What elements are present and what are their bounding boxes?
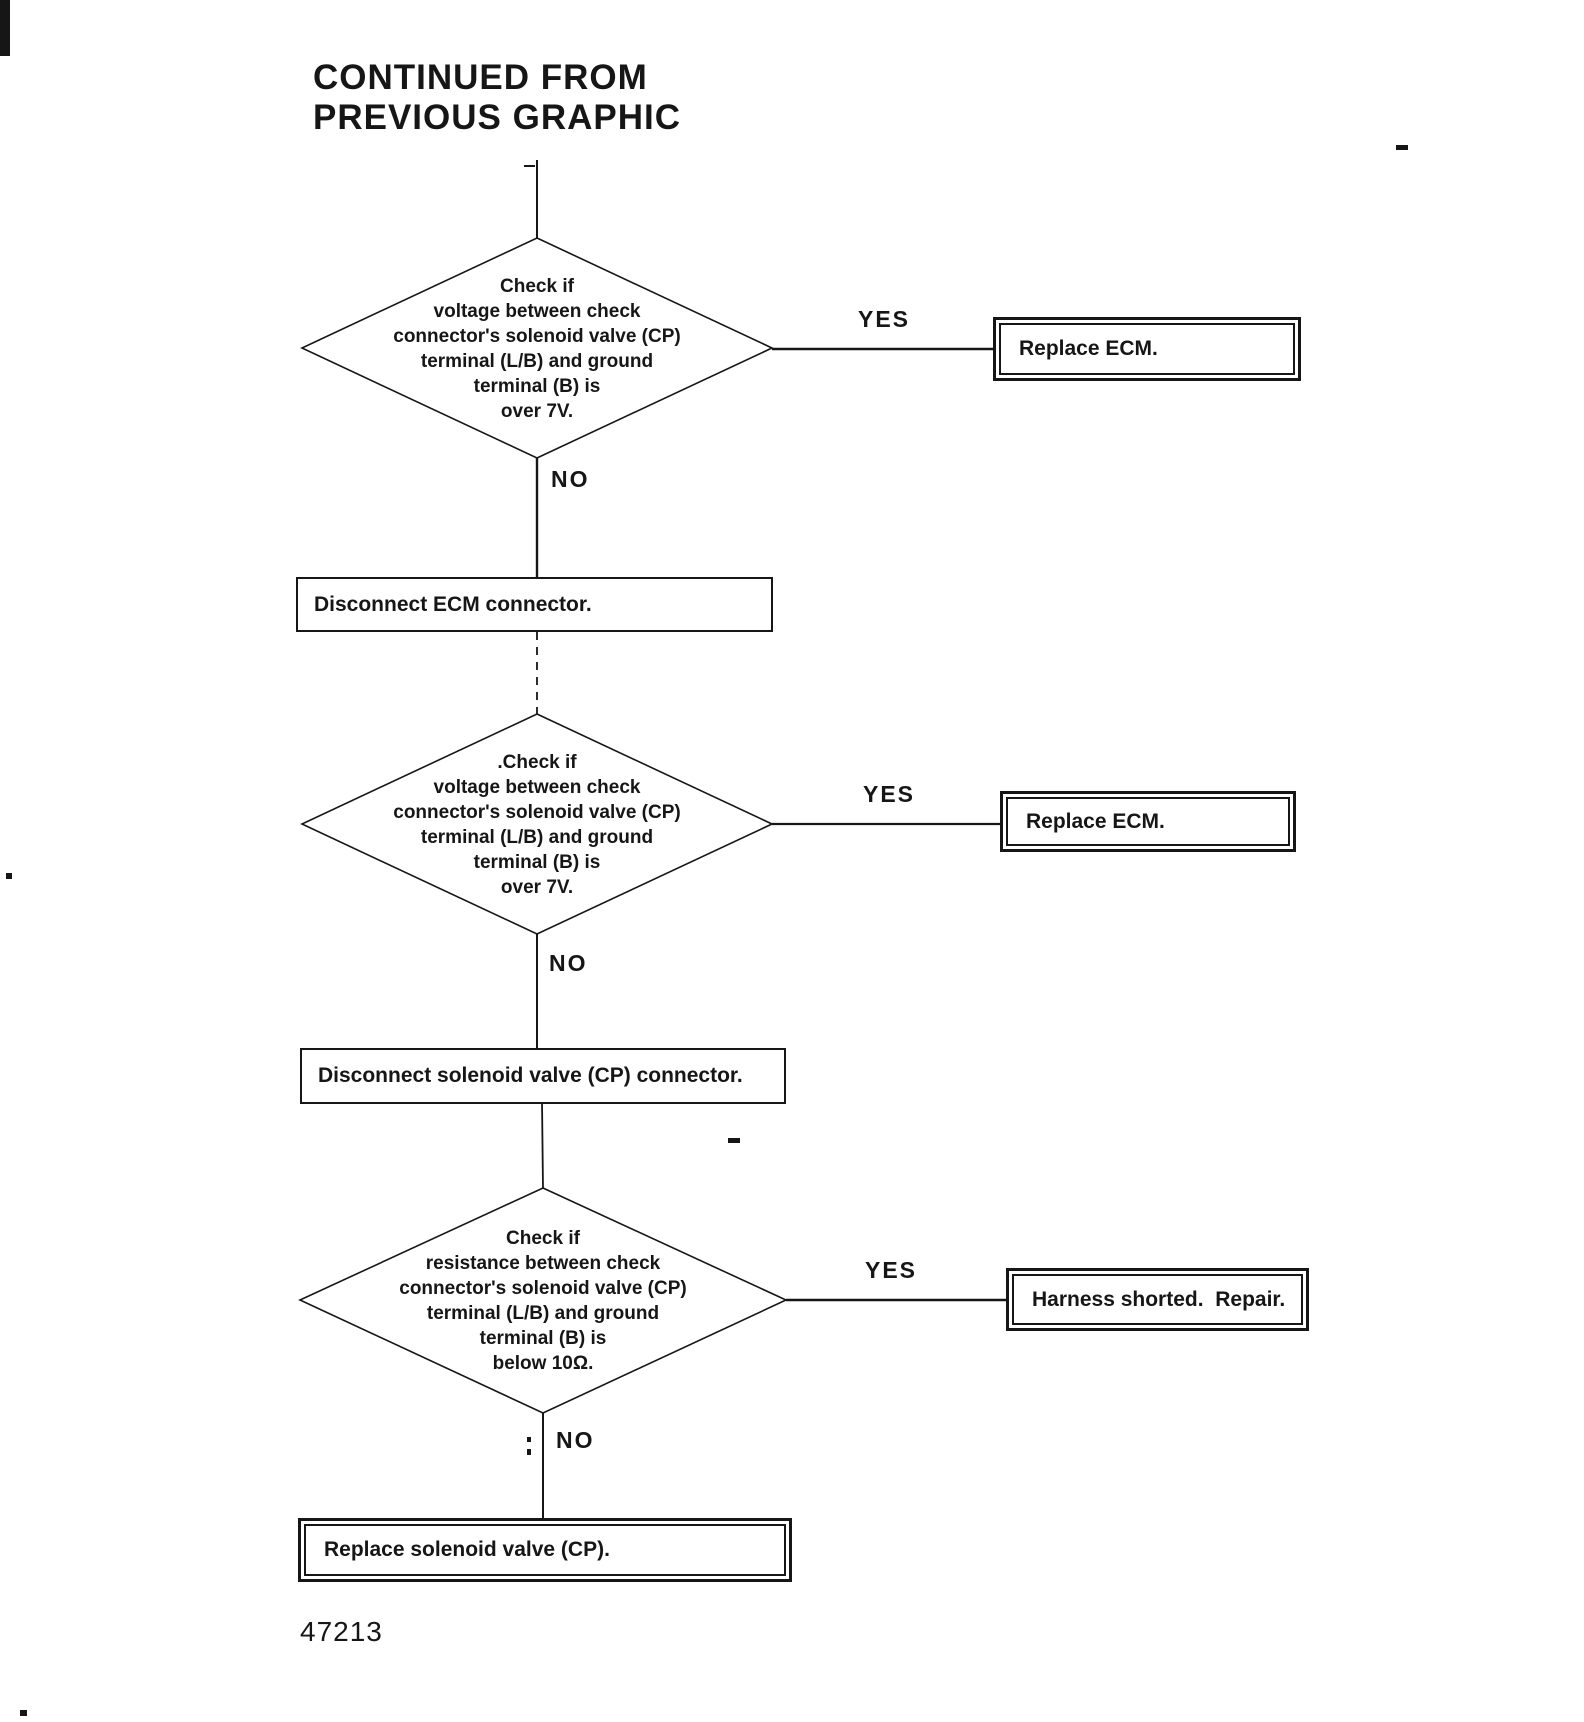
scan-speck: [6, 873, 12, 879]
decision-1-text: Check if voltage between check connector…: [307, 274, 767, 424]
page-title-line-1: CONTINUED FROM: [313, 58, 648, 97]
decision-2-line: .Check if: [497, 752, 577, 773]
terminal-replace-ecm-2-label: Replace ECM.: [1006, 797, 1290, 846]
decision-1-line: terminal (B) is: [473, 376, 601, 397]
decision-1-diamond: [300, 237, 774, 459]
decision-1-line: connector's solenoid valve (CP): [393, 326, 681, 347]
terminal-harness-shorted: Harness shorted. Repair.: [1006, 1268, 1309, 1331]
page-title: CONTINUED FROM PREVIOUS GRAPHIC: [313, 58, 681, 138]
process-disconnect-solenoid: Disconnect solenoid valve (CP) connector…: [300, 1048, 786, 1104]
process-disconnect-ecm-label: Disconnect ECM connector.: [314, 592, 592, 616]
yes-label-2: YES: [863, 781, 916, 807]
page-title-line-2: PREVIOUS GRAPHIC: [313, 98, 681, 137]
yes-label-1: YES: [858, 306, 911, 332]
terminal-replace-ecm-2: Replace ECM.: [1000, 791, 1296, 852]
decision-1-line: Check if: [500, 276, 574, 297]
decision-2-diamond: [300, 713, 774, 935]
scan-speck-colon: [527, 1437, 531, 1442]
decision-1-line: terminal (L/B) and ground: [420, 351, 654, 372]
decision-2-text: .Check if voltage between check connecto…: [307, 750, 767, 900]
terminal-replace-solenoid-valve-label: Replace solenoid valve (CP).: [304, 1524, 786, 1576]
scan-speck: [728, 1138, 740, 1143]
figure-number: 47213: [300, 1616, 383, 1647]
process-disconnect-solenoid-label: Disconnect solenoid valve (CP) connector…: [318, 1064, 743, 1087]
terminal-harness-shorted-label: Harness shorted. Repair.: [1012, 1274, 1303, 1325]
scan-speck: [20, 1710, 27, 1716]
decision-3-line: connector's solenoid valve (CP): [399, 1278, 687, 1299]
decision-1-line: over 7V.: [500, 401, 574, 422]
decision-2-line: connector's solenoid valve (CP): [393, 802, 681, 823]
terminal-replace-ecm-1-label: Replace ECM.: [999, 323, 1295, 375]
decision-2-line: terminal (L/B) and ground: [420, 827, 654, 848]
yes-label-3: YES: [865, 1257, 918, 1283]
decision-2-line: voltage between check: [433, 777, 641, 798]
decision-2-line: over 7V.: [500, 877, 574, 898]
scan-speck: [1396, 145, 1408, 150]
terminal-replace-ecm-1: Replace ECM.: [993, 317, 1301, 381]
decision-3-line: Check if: [506, 1228, 580, 1249]
decision-3-line: terminal (L/B) and ground: [426, 1303, 660, 1324]
terminal-replace-solenoid-valve: Replace solenoid valve (CP).: [298, 1518, 792, 1582]
decision-3-line: resistance between check: [425, 1253, 661, 1274]
decision-1-line: voltage between check: [433, 301, 641, 322]
no-label-3: NO: [556, 1427, 595, 1453]
decision-3-diamond: [298, 1187, 788, 1414]
no-label-2: NO: [549, 950, 588, 976]
decision-3-line: below 10Ω.: [492, 1353, 594, 1374]
decision-3-line: terminal (B) is: [479, 1328, 607, 1349]
decision-2-line: terminal (B) is: [473, 852, 601, 873]
process-disconnect-ecm: Disconnect ECM connector.: [296, 577, 773, 632]
scan-speck-corner-bar: [0, 0, 10, 56]
no-label-1: NO: [551, 466, 590, 492]
scan-speck-colon: [527, 1449, 531, 1455]
connector-process2-to-decision3: [541, 1100, 544, 1190]
decision-3-text: Check if resistance between check connec…: [313, 1226, 773, 1376]
